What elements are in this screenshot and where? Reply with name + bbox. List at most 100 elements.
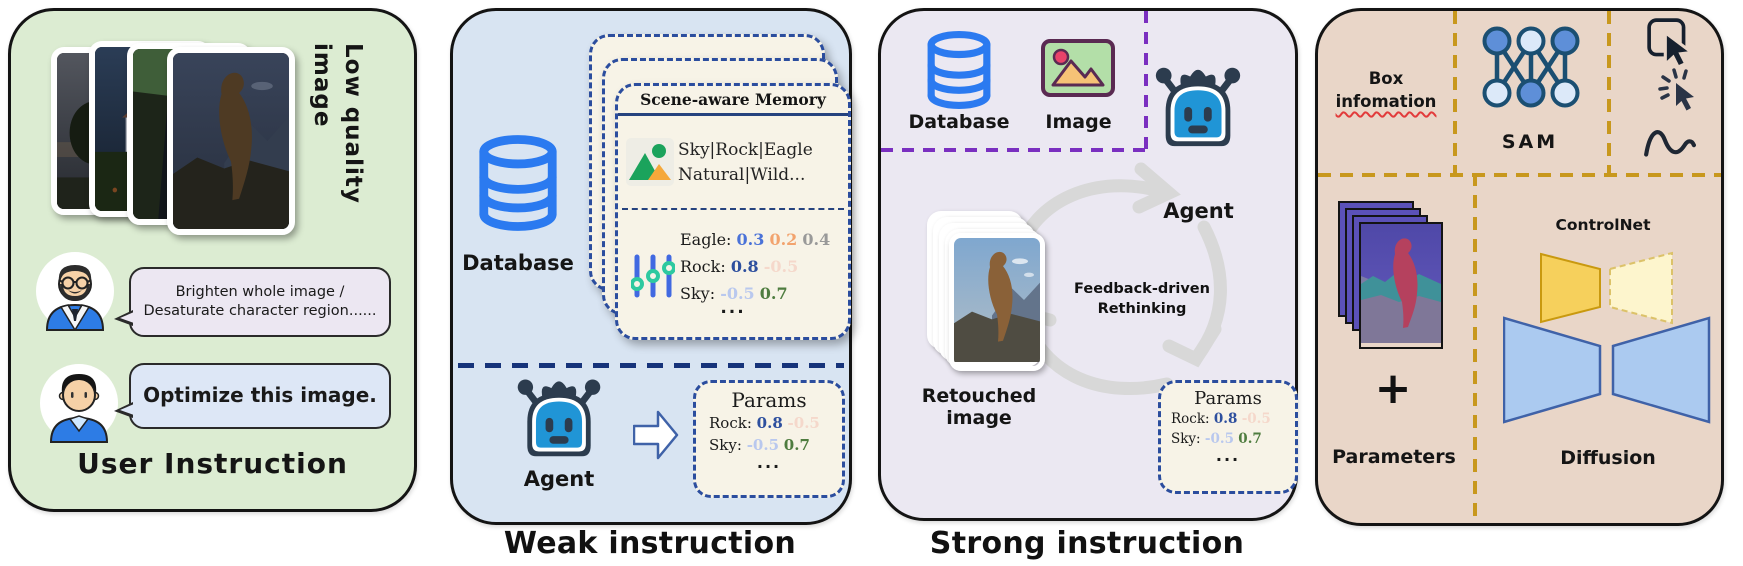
row-value: 0.4 (802, 230, 831, 249)
agent-label: Agent (1163, 199, 1234, 223)
expert-avatar-icon (36, 252, 114, 332)
user-avatar-icon (40, 364, 118, 443)
retouched-image-stack (927, 211, 1049, 373)
scene-tags-line1: Sky|Rock|Eagle (678, 140, 813, 160)
scene-image-icon (626, 138, 674, 186)
caption-strong-instruction: Strong instruction (929, 526, 1245, 561)
database-icon (479, 135, 557, 231)
squiggle-curve-icon (1644, 130, 1696, 157)
row-value: -0.5 (1204, 431, 1234, 447)
diffusion-label: Diffusion (1560, 447, 1656, 469)
database-label: Database (908, 111, 1010, 133)
database-label: Database (462, 251, 574, 275)
memory-row-sky: Sky: -0.5 0.7 (680, 280, 830, 307)
expert-bubble-line1: Brighten whole image / (175, 284, 345, 300)
params-box: Params Rock: 0.8 -0.5 Sky: -0.5 0.7 ... (693, 380, 845, 498)
params-ellipsis: ... (1215, 446, 1241, 465)
scene-aware-memory-card: Scene-aware Memory Sky|Rock|Eagle Natura… (615, 83, 851, 340)
row-value: -0.5 (746, 436, 780, 454)
scene-tags: Sky|Rock|Eagle Natural|Wild... (678, 138, 813, 188)
low-quality-label-line2: image (309, 43, 335, 128)
purple-dashed-divider-horizontal (881, 148, 1147, 152)
diffusion-unet-icon (1503, 316, 1711, 424)
purple-dashed-divider-vertical (1144, 11, 1148, 150)
sam-label: SAM (1501, 131, 1559, 153)
params-row-rock: Rock: 0.8 -0.5 (1161, 409, 1295, 429)
memory-section-divider (622, 208, 844, 210)
bubble-tail-fill (120, 312, 134, 323)
block-arrow-right-icon (633, 410, 679, 460)
retouched-eagle-photo (949, 233, 1045, 371)
sam-network-icon (1482, 26, 1580, 108)
photo-eagle-dark-art (173, 53, 289, 229)
params-row-rock: Rock: 0.8 -0.5 (696, 412, 842, 434)
memory-title: Scene-aware Memory (640, 90, 826, 109)
params-row-sky: Sky: -0.5 0.7 (696, 434, 842, 456)
controlnet-encoder-decoder-icon (1540, 251, 1673, 325)
row-value: 0.3 (736, 230, 765, 249)
agent-robot-icon (1155, 67, 1241, 147)
user-speech-bubble: Optimize this image. (114, 363, 391, 429)
box-information-line1: Box (1368, 69, 1404, 88)
image-label: Image (1045, 111, 1112, 133)
params-title: Params (1194, 388, 1262, 409)
gold-dashed-divider-vertical (1473, 173, 1477, 523)
row-value: 0.8 (730, 257, 759, 276)
feedback-rethinking-label: Feedback-driven Rethinking (1074, 279, 1210, 319)
row-value: 0.7 (759, 284, 788, 303)
plus-sign: + (1374, 363, 1412, 414)
click-cursor-icon (1658, 68, 1694, 111)
segmentation-mask-art (1361, 224, 1441, 343)
row-value: 0.7 (783, 436, 810, 454)
feedback-label-line2: Rethinking (1097, 301, 1187, 317)
section-divider-dashed (458, 363, 844, 368)
segmentation-mask-stack (1338, 201, 1443, 349)
gold-dashed-divider-vertical (1607, 11, 1611, 173)
panel-tools: Box infomation SAM (1315, 8, 1724, 526)
gold-dashed-divider-horizontal (1318, 173, 1721, 177)
row-value: 0.8 (1213, 411, 1238, 427)
row-label: Rock: (1171, 411, 1210, 427)
agent-label: Agent (523, 467, 595, 491)
row-value: 0.7 (1238, 431, 1262, 447)
row-value: 0.8 (756, 414, 783, 432)
params-box: Params Rock: 0.8 -0.5 Sky: -0.5 0.7 ... (1158, 380, 1298, 494)
bubble-tail-fill (120, 404, 134, 415)
params-title: Params (731, 388, 807, 412)
controlnet-label: ControlNet (1555, 216, 1651, 234)
database-icon (927, 31, 991, 109)
box-information-label: Box infomation (1323, 67, 1449, 113)
panel-title-user-instruction: User Instruction (77, 447, 348, 480)
memory-title-divider (618, 113, 848, 116)
panel-weak-instruction: Database Scene-aware Memory Sky|Rock|Eag… (450, 8, 852, 525)
low-quality-image-stack (51, 35, 331, 255)
user-bubble-text: Optimize this image. (143, 383, 377, 407)
segmentation-mask-front (1359, 222, 1443, 349)
params-ellipsis: ... (756, 453, 782, 472)
row-label: Sky: (1171, 431, 1201, 447)
agent-robot-icon (517, 379, 601, 457)
memory-row-eagle: Eagle: 0.3 0.2 0.4 (680, 226, 830, 253)
feedback-label-line1: Feedback-driven (1074, 281, 1210, 297)
row-label: Eagle: (680, 230, 732, 249)
retouched-eagle-art (954, 238, 1040, 362)
row-label: Sky: (709, 436, 742, 454)
memory-value-rows: Eagle: 0.3 0.2 0.4 Rock: 0.8 -0.5 Sky: -… (680, 226, 830, 307)
low-quality-label-line1: Low quality (340, 43, 366, 204)
retouched-image-label: Retouched image (921, 385, 1037, 429)
row-label: Rock: (680, 257, 726, 276)
row-value: -0.5 (787, 414, 820, 432)
gold-dashed-divider-vertical (1453, 11, 1457, 173)
box-information-line2: infomation (1335, 92, 1437, 111)
row-value: -0.5 (1241, 411, 1271, 427)
photo-eagle-dark (167, 47, 295, 235)
image-icon (1041, 39, 1115, 97)
row-value: -0.5 (720, 284, 755, 303)
params-row-sky: Sky: -0.5 0.7 (1161, 429, 1295, 449)
row-label: Rock: (709, 414, 752, 432)
expert-avatar (35, 251, 115, 332)
low-quality-label: Low quality image (306, 43, 368, 243)
parameters-label: Parameters (1332, 446, 1456, 468)
row-value: -0.5 (763, 257, 799, 276)
